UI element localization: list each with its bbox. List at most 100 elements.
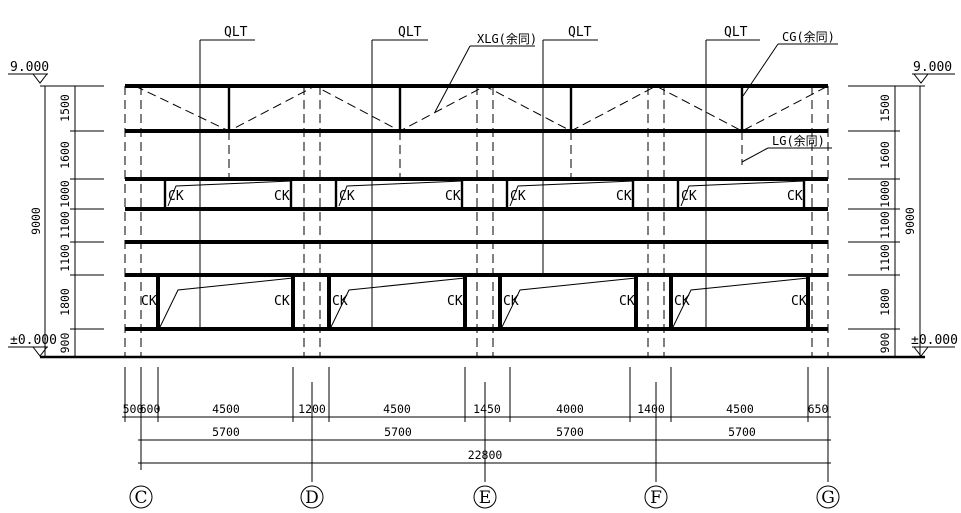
bracing xyxy=(134,85,829,179)
axis-circle xyxy=(644,485,668,509)
axis-label-d: D xyxy=(305,488,319,508)
axis-label-g: G xyxy=(821,488,835,508)
ck-label: CK xyxy=(674,294,690,309)
ck-label: CK xyxy=(339,189,355,204)
vdim-label: 1100 xyxy=(878,211,892,239)
ck-label: CK xyxy=(332,294,348,309)
total-width-label: 22800 xyxy=(468,448,503,462)
ck-label: CK xyxy=(274,294,290,309)
axis-bubbles: C D E F G xyxy=(129,485,840,509)
axis-circle xyxy=(300,485,324,509)
vdim-label: 1500 xyxy=(58,94,72,122)
level-top-right: 9.000 xyxy=(913,60,952,75)
vdim-label: 900 xyxy=(878,333,892,354)
vdim-label: 1600 xyxy=(58,141,72,169)
window-opening xyxy=(672,277,809,328)
span-label: 5700 xyxy=(728,425,756,439)
window-opening xyxy=(167,180,292,207)
span-label: 5700 xyxy=(212,425,240,439)
window-opening xyxy=(330,277,466,328)
vdim-label: 1500 xyxy=(878,94,892,122)
bottom-extensions xyxy=(124,367,829,482)
window-frame xyxy=(505,177,635,211)
hdim-label: 4000 xyxy=(556,402,584,416)
level-bottom-left: ±0.000 xyxy=(10,333,57,348)
total-height-label: 9000 xyxy=(29,207,43,235)
ck-label: CK xyxy=(503,294,519,309)
ck-label: CK xyxy=(681,189,697,204)
hdim-label: 4500 xyxy=(726,402,754,416)
hdim-label: 1200 xyxy=(298,402,326,416)
window-opening xyxy=(501,277,637,328)
window-opening xyxy=(680,180,805,207)
qlt-label: QLT xyxy=(224,25,248,40)
total-height-label: 9000 xyxy=(903,207,917,235)
window-opening xyxy=(509,180,634,207)
hdim-label: 1400 xyxy=(637,402,665,416)
ck-label: CK xyxy=(510,189,526,204)
vdim-label: 1600 xyxy=(878,141,892,169)
axis-circle xyxy=(816,485,840,509)
ck-label: CK xyxy=(168,189,184,204)
right-dimensions: 9.000 ±0.000 1500 1600 1000 1100 1100 18… xyxy=(848,60,958,357)
hdim-label: 1450 xyxy=(473,402,501,416)
vdim-label: 1000 xyxy=(58,180,72,208)
axis-circle xyxy=(473,485,497,509)
hdim-label: 4500 xyxy=(212,402,240,416)
vdim-label: 1100 xyxy=(58,211,72,239)
ck-label: CK xyxy=(791,294,807,309)
vdim-label: 1800 xyxy=(58,288,72,316)
span-label: 5700 xyxy=(556,425,584,439)
axis-label-c: C xyxy=(134,488,147,508)
level-mark xyxy=(32,73,48,84)
level-mark xyxy=(913,73,929,84)
cg-label: CG(余同) xyxy=(782,29,835,44)
left-dimensions: 9.000 ±0.000 1500 1600 1000 1100 1100 18… xyxy=(8,60,104,357)
qlt-label: QLT xyxy=(568,25,592,40)
hdim-label: 500 xyxy=(123,402,144,416)
posts xyxy=(227,86,744,131)
xlg-label: XLG(余同) xyxy=(477,31,537,46)
beams xyxy=(40,84,925,359)
ck-label: CK xyxy=(445,189,461,204)
vdim-label: 1000 xyxy=(878,180,892,208)
window-opening xyxy=(338,180,463,207)
lower-windows: CK CK CK CK CK CK CK CK xyxy=(141,275,810,329)
hdim-label: 600 xyxy=(140,402,161,416)
ck-label: CK xyxy=(616,189,632,204)
qlt-label: QLT xyxy=(398,25,422,40)
span-label: 5700 xyxy=(384,425,412,439)
lg-leader xyxy=(741,147,769,163)
xlg-leader xyxy=(434,45,471,113)
window-frame xyxy=(676,177,806,211)
lg-label: LG(余同) xyxy=(772,133,825,148)
ck-label: CK xyxy=(141,294,157,309)
vdim-label: 1100 xyxy=(878,244,892,272)
ck-label: CK xyxy=(787,189,803,204)
level-mark xyxy=(913,346,929,357)
ck-label: CK xyxy=(274,189,290,204)
annotations: XLG(余同) CG(余同) LG(余同) xyxy=(434,29,838,163)
ck-label: CK xyxy=(619,294,635,309)
level-bottom-right: ±0.000 xyxy=(911,333,958,348)
upper-windows: CK CK CK CK CK CK CK CK xyxy=(163,177,806,211)
vdim-label: 900 xyxy=(58,333,72,354)
axis-circle xyxy=(129,485,153,509)
window-opening xyxy=(159,277,294,328)
qlt-label: QLT xyxy=(724,25,748,40)
cg-leader xyxy=(742,43,779,97)
window-frame xyxy=(163,177,293,211)
brace xyxy=(134,85,829,132)
vdim-label: 1800 xyxy=(878,288,892,316)
vdim-label: 1100 xyxy=(58,244,72,272)
hdim-label: 4500 xyxy=(383,402,411,416)
level-top-left: 9.000 xyxy=(10,60,49,75)
axis-label-e: E xyxy=(479,488,491,508)
ck-label: CK xyxy=(447,294,463,309)
window-frame xyxy=(334,177,464,211)
columns xyxy=(124,86,829,357)
axis-label-f: F xyxy=(650,488,662,508)
horizontal-dimensions: 500 600 4500 1200 4500 1450 4000 1400 45… xyxy=(122,402,831,464)
hdim-label: 650 xyxy=(808,402,829,416)
